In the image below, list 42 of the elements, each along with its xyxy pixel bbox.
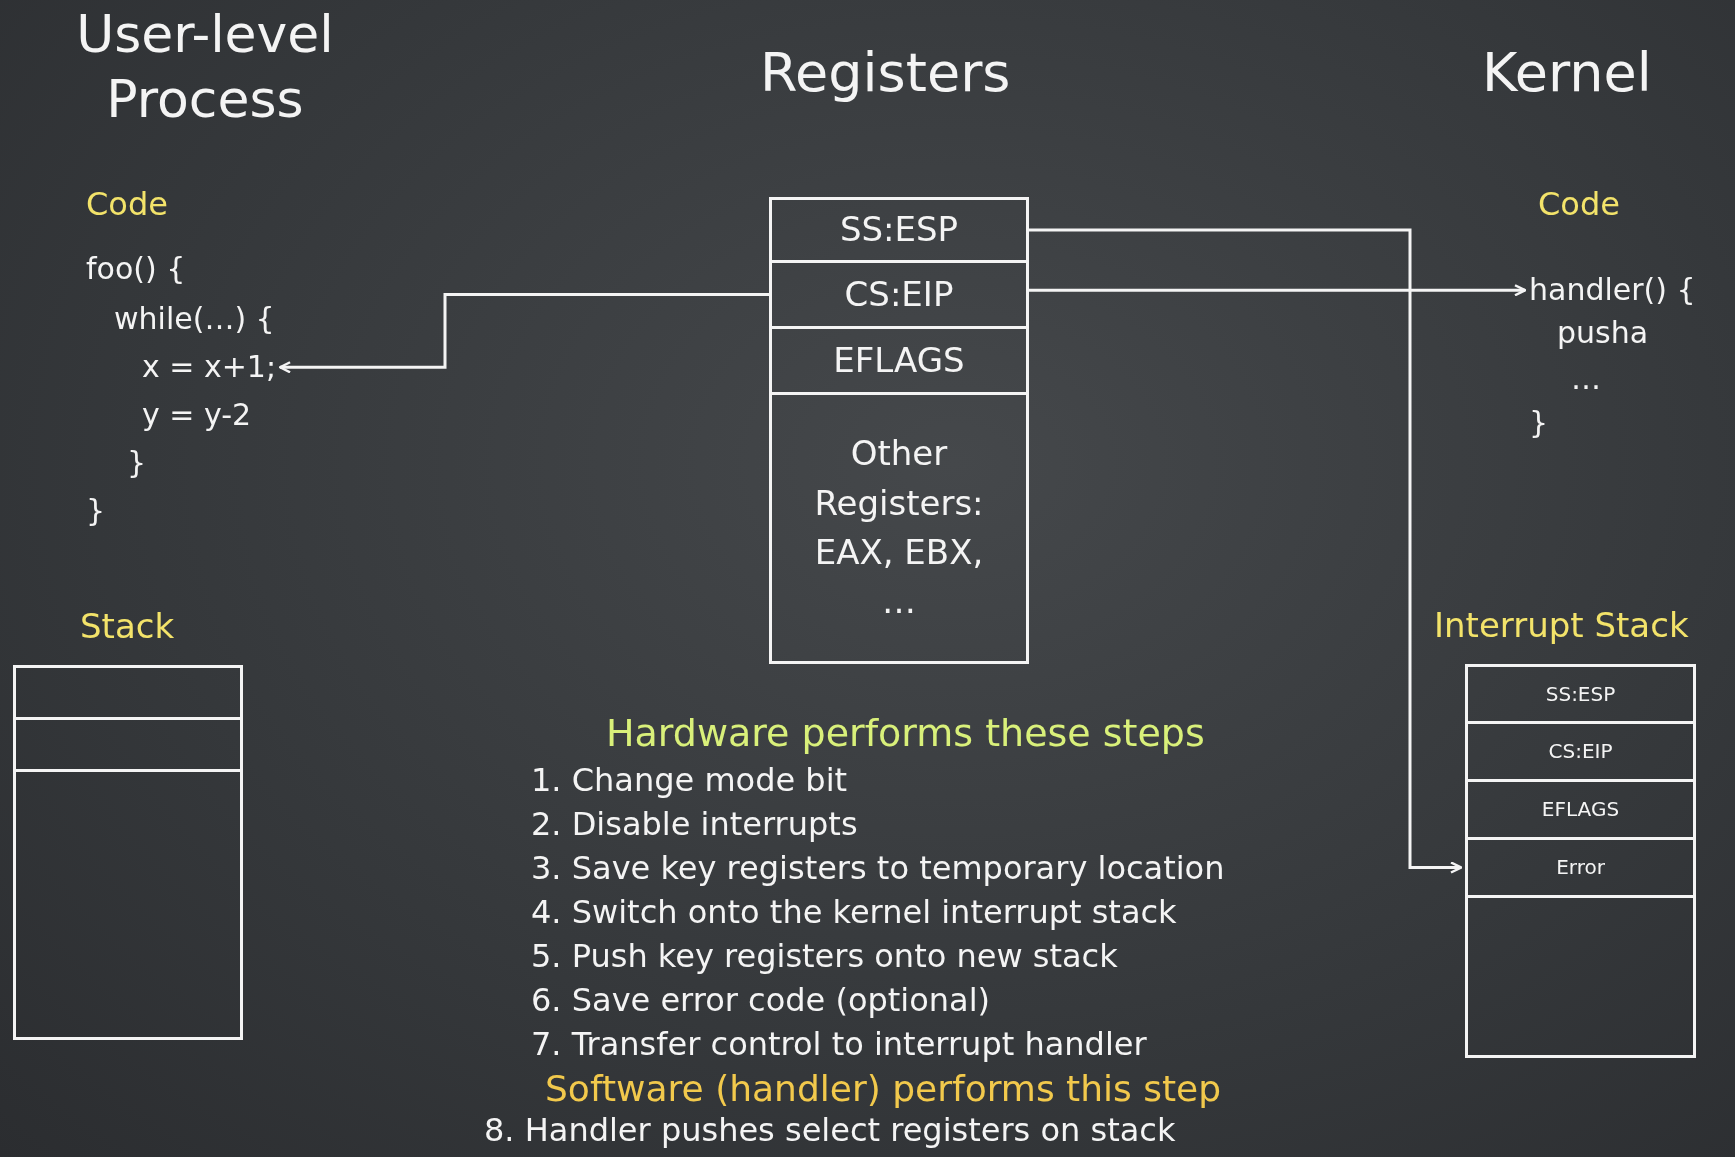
stack-slot <box>1465 895 1696 1058</box>
register-cell: Other Registers: EAX, EBX, … <box>769 392 1029 664</box>
code-line: } <box>1529 406 1549 441</box>
stack-slot: Error <box>1465 837 1696 898</box>
arrow <box>278 293 769 374</box>
code-line: y = y-2 <box>142 398 252 433</box>
section-heading: Stack <box>80 607 175 647</box>
code-line: … <box>1571 362 1601 397</box>
section-heading: Interrupt Stack <box>1434 606 1689 646</box>
register-cell: EFLAGS <box>769 326 1029 395</box>
stack-slot: CS:EIP <box>1465 721 1696 782</box>
step-text: 3. Save key registers to temporary location <box>531 850 1225 887</box>
section-heading: Code <box>1538 186 1620 223</box>
section-title: User-level Process <box>75 3 335 131</box>
code-line: x = x+1; <box>142 350 277 385</box>
step-text: 5. Push key registers onto new stack <box>531 938 1118 975</box>
step-text: 6. Save error code (optional) <box>531 982 991 1019</box>
step-text: 1. Change mode bit <box>531 762 848 799</box>
step-text: 7. Transfer control to interrupt handler <box>531 1026 1147 1063</box>
code-line: foo() { <box>86 252 186 287</box>
code-line: } <box>86 494 106 529</box>
step-text: 4. Switch onto the kernel interrupt stack <box>531 894 1177 931</box>
section-heading: Software (handler) performs this step <box>545 1068 1222 1110</box>
stack-slot: EFLAGS <box>1465 779 1696 840</box>
register-cell: CS:EIP <box>769 260 1029 329</box>
section-heading: Hardware performs these steps <box>606 712 1205 756</box>
arrow <box>1029 284 1527 297</box>
code-line: while(…) { <box>114 302 275 337</box>
stack-slot <box>13 665 243 720</box>
stack-slot: SS:ESP <box>1465 664 1696 724</box>
section-title: Registers <box>760 42 1011 105</box>
section-title: Kernel <box>1482 42 1652 105</box>
code-line: pusha <box>1557 316 1649 351</box>
register-cell: SS:ESP <box>769 197 1029 263</box>
section-heading: Code <box>86 186 168 223</box>
stack-slot <box>13 717 243 772</box>
step-text: 8. Handler pushes select registers on stack <box>484 1112 1176 1149</box>
arrow <box>1029 228 1463 874</box>
code-line: handler() { <box>1529 273 1696 308</box>
step-text: 2. Disable interrupts <box>531 806 858 843</box>
stack-slot <box>13 769 243 1040</box>
code-line: } <box>127 446 147 481</box>
